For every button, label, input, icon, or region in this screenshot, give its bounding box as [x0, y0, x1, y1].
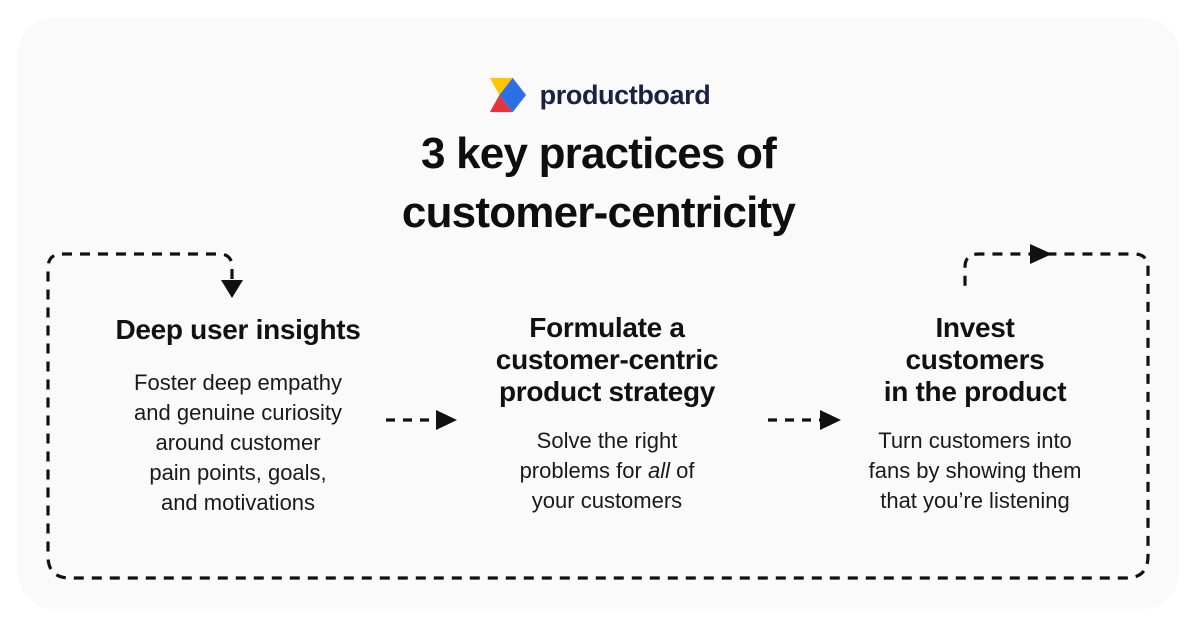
body-line: fans by showing them	[868, 458, 1082, 483]
page-title-line-1: 3 key practices of	[421, 129, 777, 178]
column-body: Solve the right problems for all of your…	[442, 426, 772, 516]
logo-blue-diamond	[499, 77, 526, 113]
column-heading: Formulate a customer-centric product str…	[442, 312, 772, 408]
column-body: Turn customers into fans by showing them…	[812, 426, 1138, 516]
body-line: pain points, goals,	[149, 460, 327, 485]
heading-line: in the product	[883, 376, 1067, 407]
body-text: of	[669, 458, 695, 483]
brand-wordmark: productboard	[539, 79, 711, 110]
heading-line: customers	[905, 344, 1045, 375]
page-title: 3 key practices of customer-centricity	[0, 124, 1197, 242]
practice-column-invest-customers: Invest customers in the product Turn cus…	[812, 312, 1138, 516]
body-line: that you’re listening	[880, 488, 1070, 513]
heading-line: product strategy	[498, 376, 716, 407]
logo-yellow-triangle	[489, 77, 513, 95]
page-title-line-2: customer-centricity	[401, 188, 796, 237]
body-line: around customer	[155, 430, 321, 455]
brand-logo: productboard	[0, 74, 1197, 116]
body-text-italic: all	[647, 458, 670, 483]
body-line: problems for all of	[442, 456, 772, 486]
productboard-logo-icon	[489, 77, 526, 113]
practice-column-product-strategy: Formulate a customer-centric product str…	[442, 312, 772, 516]
body-line: Foster deep empathy	[134, 370, 342, 395]
heading-line: Invest	[935, 312, 1015, 343]
column-heading: Deep user insights	[62, 314, 414, 346]
body-line: and genuine curiosity	[134, 400, 342, 425]
column-heading: Invest customers in the product	[812, 312, 1138, 408]
body-line: Solve the right	[536, 428, 678, 453]
heading-line: customer-centric	[495, 344, 719, 375]
logo-red-triangle	[489, 95, 513, 113]
practice-column-deep-user-insights: Deep user insights Foster deep empathy a…	[62, 312, 414, 518]
heading-line: Formulate a	[529, 312, 685, 343]
body-line: and motivations	[160, 490, 316, 515]
body-line: your customers	[531, 488, 683, 513]
column-body: Foster deep empathy and genuine curiosit…	[62, 368, 414, 518]
body-line: Turn customers into	[878, 428, 1072, 453]
heading-line: Deep user insights	[115, 314, 361, 345]
body-text: problems for	[519, 458, 648, 483]
